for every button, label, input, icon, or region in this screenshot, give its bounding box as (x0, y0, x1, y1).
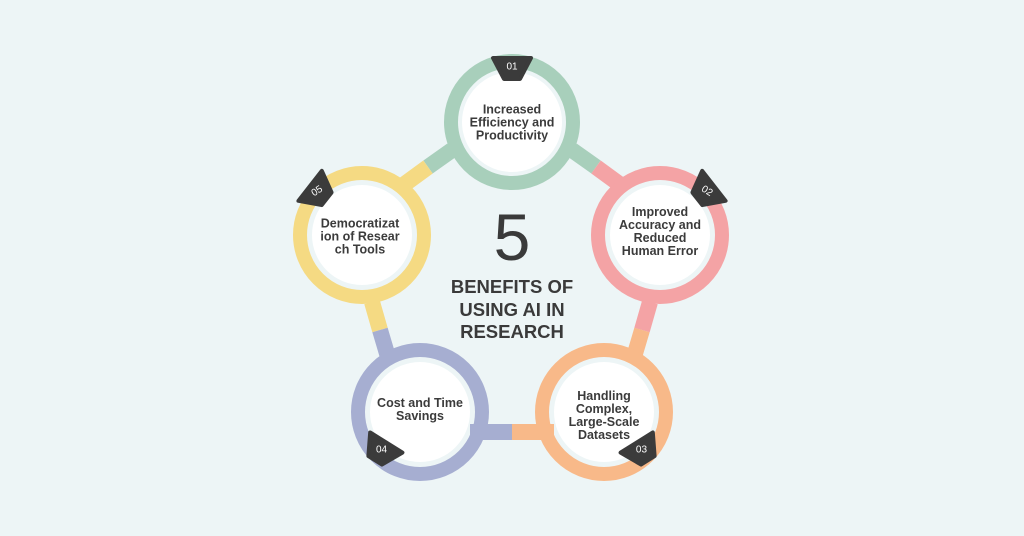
node-03 (554, 362, 654, 462)
center-title: BENEFITS OF USING AI IN RESEARCH (450, 276, 574, 343)
badge-04-text: 04 (376, 445, 388, 456)
connector-01-05-a (423, 143, 457, 174)
connector-05-04-a (364, 299, 388, 333)
badge-01-text: 01 (506, 62, 518, 73)
node-01 (462, 72, 562, 172)
benefit-label-05: Democratization of Research Tools (320, 216, 400, 257)
badge-02: 02 (690, 168, 728, 208)
benefit-label-01: Increased Efficiency and Productivity (469, 102, 555, 143)
center-number: 5 (493, 200, 531, 274)
benefit-label-03: Handling Complex, Large-Scale Datasets (568, 388, 640, 443)
benefit-label-02: Improved Accuracy and Reduced Human Erro… (619, 204, 701, 259)
ring-05 (293, 166, 431, 304)
badge-04: 04 (366, 430, 405, 467)
badge-05: 05 (296, 168, 334, 208)
ring-02 (591, 166, 729, 304)
benefit-label-04: Cost and Time Savings (377, 395, 463, 423)
node-02 (610, 185, 710, 285)
badge-01: 01 (491, 56, 533, 81)
badge-03: 03 (618, 430, 657, 467)
ring-03 (535, 343, 673, 481)
node-04 (370, 362, 470, 462)
connector-02-03-a (634, 299, 658, 333)
badge-03-text: 03 (636, 445, 648, 456)
connector-01-02-a (567, 143, 601, 174)
ring-04 (351, 343, 489, 481)
node-05 (312, 185, 412, 285)
